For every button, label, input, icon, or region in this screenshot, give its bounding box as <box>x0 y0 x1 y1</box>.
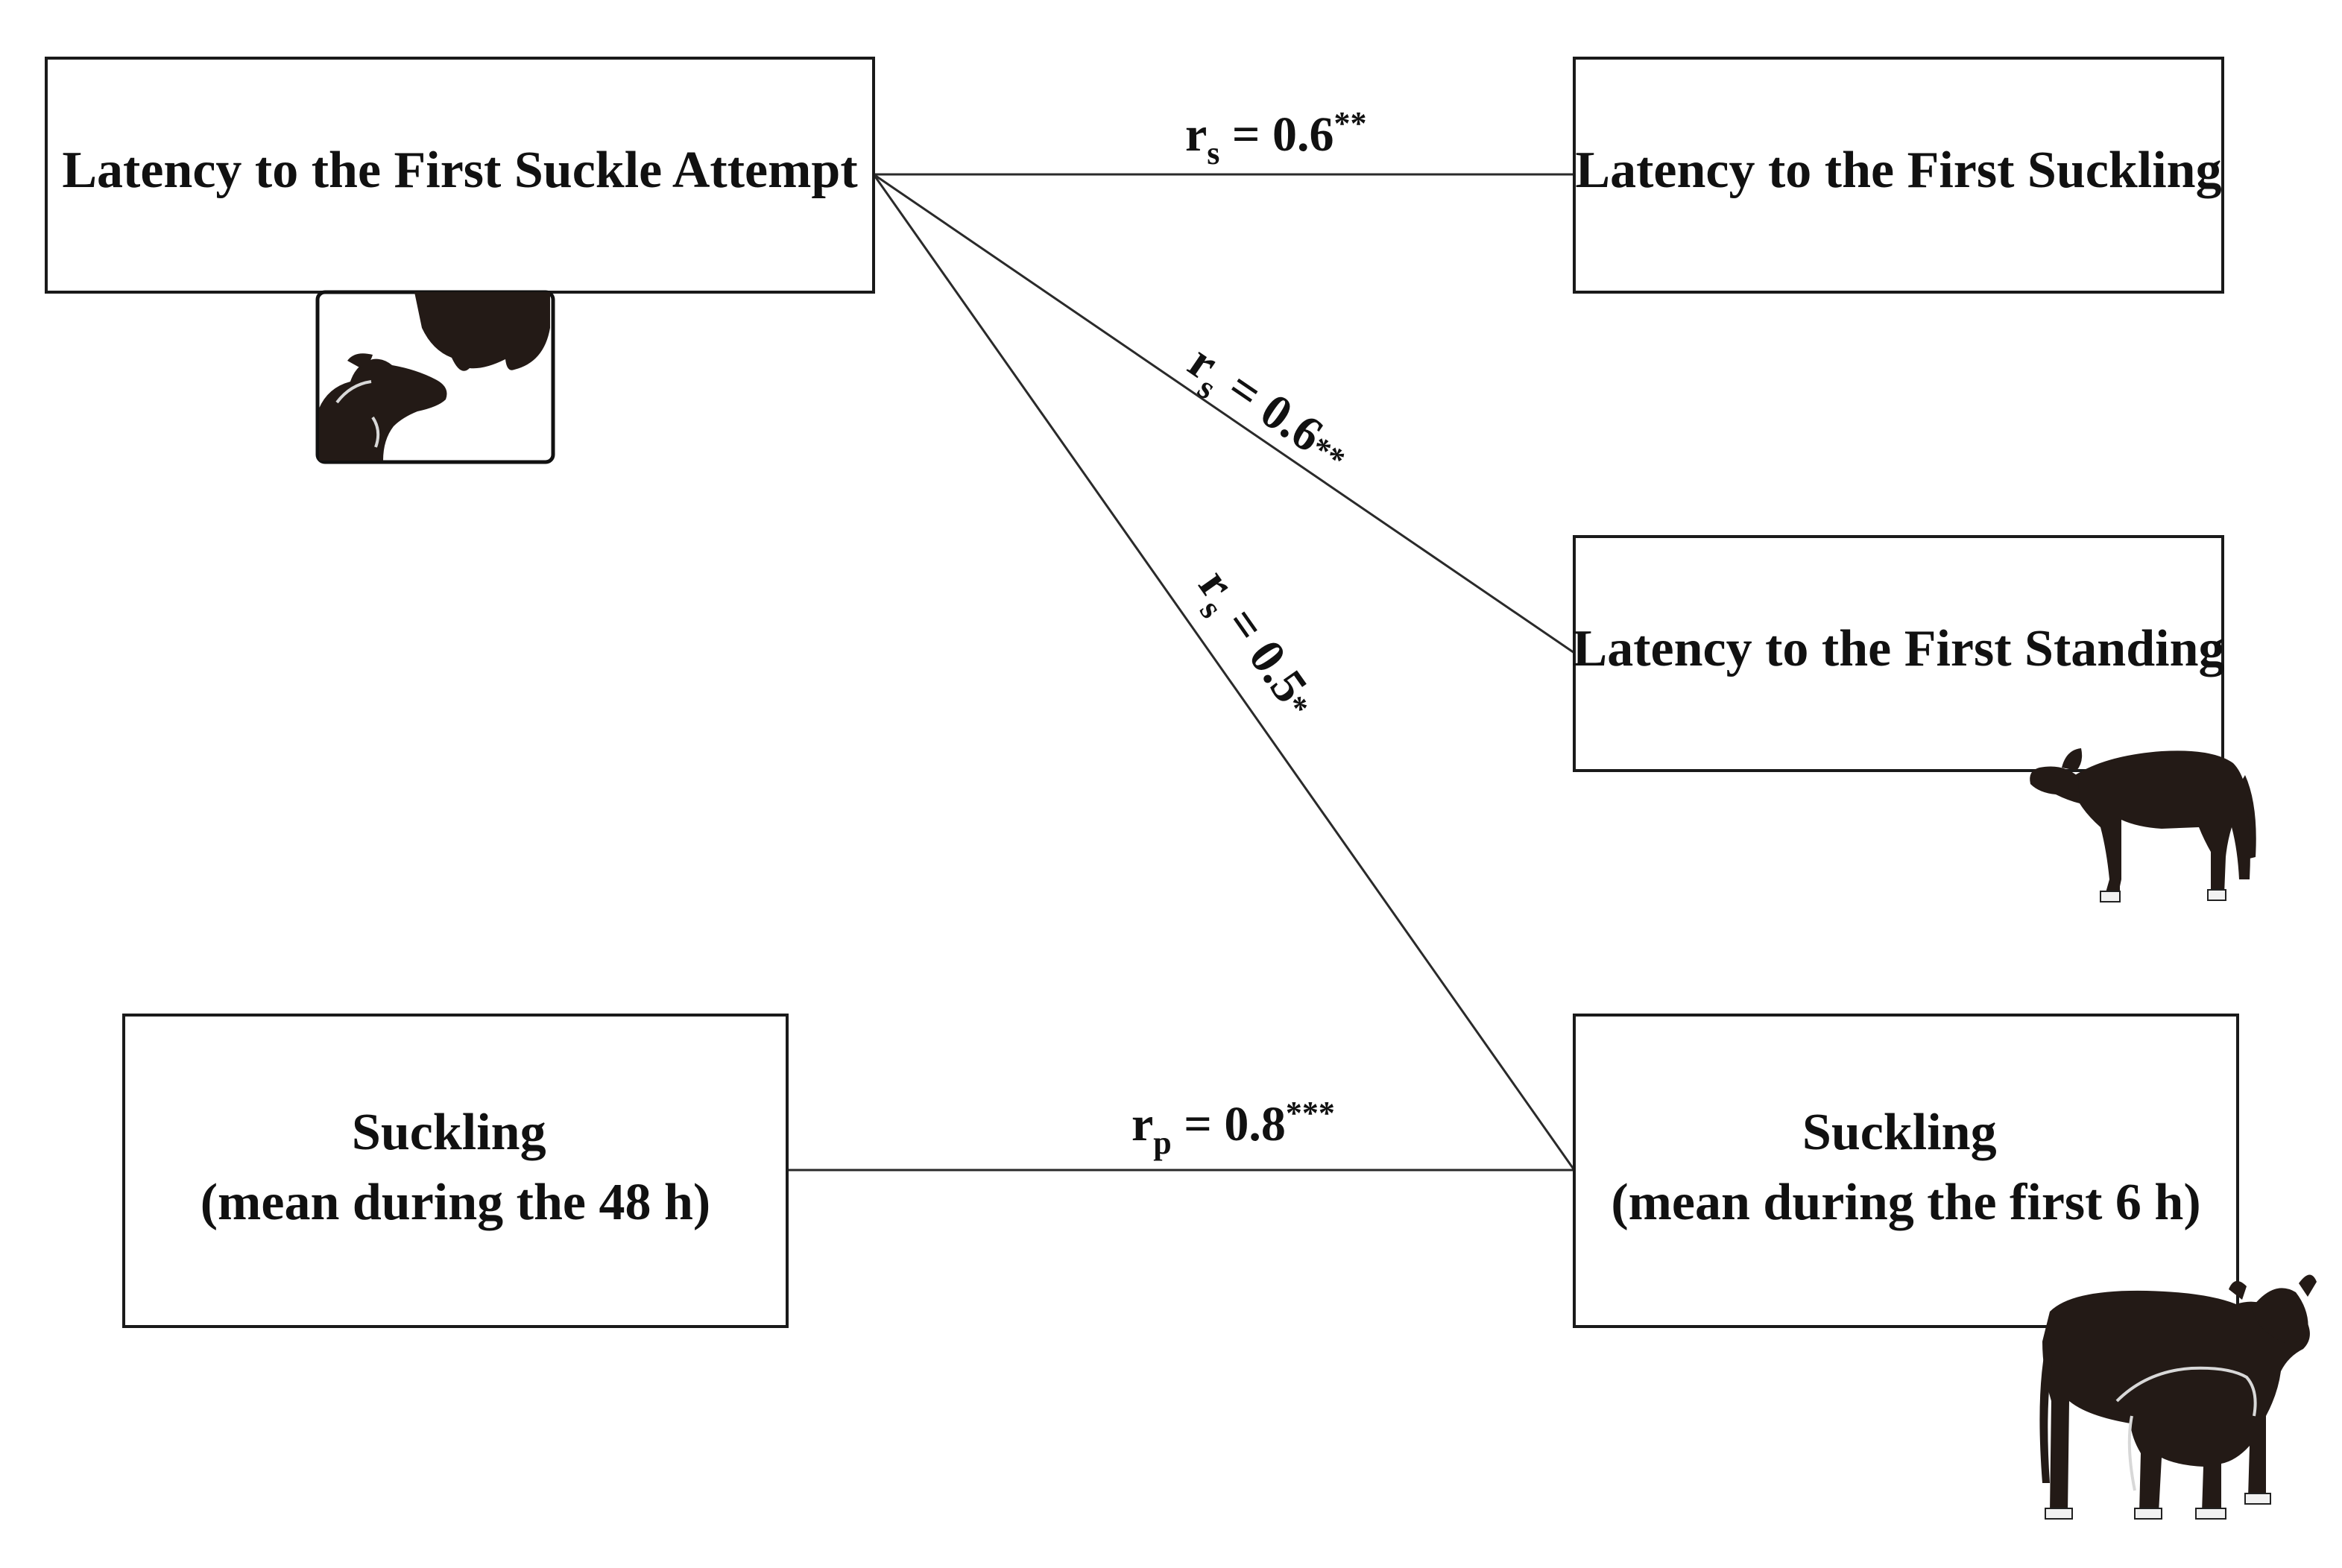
corr-label-attempt-standing: rs = 0.6** <box>1173 334 1360 489</box>
box-latency-first-standing: Latency to the First Standing <box>1573 535 2225 772</box>
box-label: Latency to the First Suckle Attempt <box>62 142 857 199</box>
box-label: Suckling (mean during the first 6 h) <box>1611 1104 2200 1231</box>
calf-suckling-icon <box>315 290 555 464</box>
corr-label-attempt-suckling6h: rs = 0.5* <box>1180 560 1328 732</box>
box-latency-first-suckle-attempt: Latency to the First Suckle Attempt <box>45 57 875 294</box>
cow-and-calf-icon <box>2039 1274 2317 1520</box>
box-latency-first-suckling: Latency to the First Suckling <box>1573 57 2224 294</box>
box-suckling-mean-48h: Suckling (mean during the 48 h) <box>122 1014 789 1328</box>
box-label: Latency to the First Suckling <box>1575 142 2221 199</box>
connectors <box>787 173 1576 1172</box>
link-attempt-standing <box>873 173 1575 654</box>
standing-calf-icon <box>2030 748 2256 902</box>
corr-label-suckling48-suckling6h: rp = 0.8*** <box>1131 1095 1335 1161</box>
box-label: Suckling (mean during the 48 h) <box>201 1104 710 1231</box>
box-label: Latency to the First Standing <box>1573 620 2225 677</box>
corr-label-attempt-suckling: rs = 0.6** <box>1185 105 1367 171</box>
link-attempt-suckling6h <box>872 174 1576 1171</box>
correlation-labels: rs = 0.6** rs = 0.6** rs = 0.5* rp = 0.8… <box>1131 105 1367 1161</box>
box-suckling-mean-first-6h: Suckling (mean during the first 6 h) <box>1573 1014 2239 1328</box>
